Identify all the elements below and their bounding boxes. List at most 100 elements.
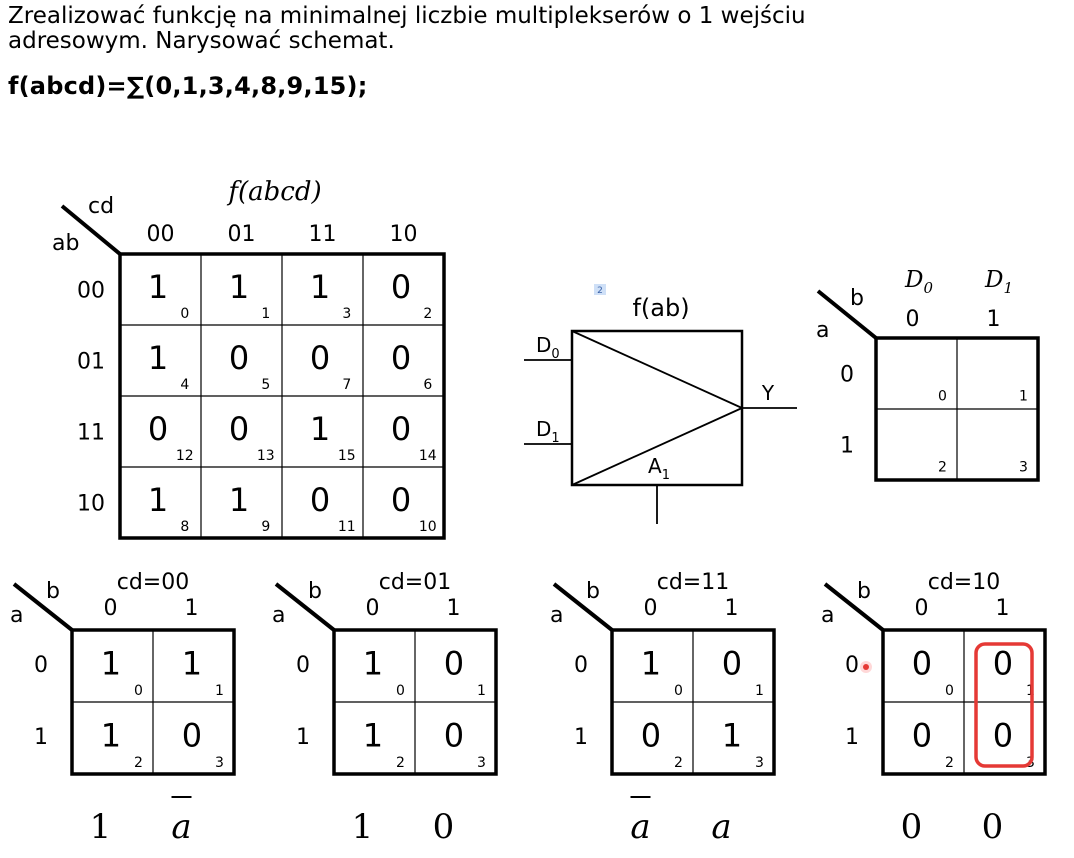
kmap-cell-index: 4 xyxy=(180,377,189,393)
small-map-cell-value: 0 xyxy=(444,645,464,683)
function-formula: f(abcd)=∑(0,1,3,4,8,9,15); xyxy=(8,72,368,100)
kmap-col-header: 00 xyxy=(147,222,175,247)
small-map-diagonal xyxy=(552,582,614,632)
kmap-row-header: 11 xyxy=(77,421,105,446)
small-map-col-header: 0 xyxy=(366,596,380,621)
kmap-cell-index: 15 xyxy=(338,448,356,464)
small-map-title: cd=10 xyxy=(928,570,1001,595)
small-map-col-var: b xyxy=(46,579,60,604)
small-map-col-var: b xyxy=(586,579,600,604)
small-map-cell-index: 3 xyxy=(755,755,764,771)
kmap-row-header: 00 xyxy=(77,279,105,304)
small-map-cell-value: 0 xyxy=(444,717,464,755)
small-map-title: cd=11 xyxy=(657,570,730,595)
small-map-row-header: 1 xyxy=(845,725,859,750)
kmap-diagonal xyxy=(60,204,122,256)
small-map-col-header: 1 xyxy=(447,596,461,621)
kmap-cell-index: 10 xyxy=(419,519,437,535)
small-map-result: a xyxy=(171,807,191,847)
small-map-cell-index: 2 xyxy=(396,755,405,771)
task-text-line2: adresowym. Narysować schemat. xyxy=(8,28,395,54)
small-map-col-header: 1 xyxy=(996,596,1010,621)
small-map-result: 0 xyxy=(433,807,455,847)
kmap-cell-index: 13 xyxy=(257,448,275,464)
kmap-cell-index: 12 xyxy=(176,448,194,464)
kmap-cell-value: 0 xyxy=(391,481,411,519)
kmap-col-header: 11 xyxy=(309,222,337,247)
small-map-col-var: b xyxy=(308,579,322,604)
small-map-row-var: a xyxy=(550,603,563,628)
small-map-cell-value: 0 xyxy=(912,717,932,755)
small-map-cell-index: 0 xyxy=(134,683,143,699)
kmap-cell-value: 1 xyxy=(148,268,168,306)
mux-input-d0-label: D0 xyxy=(536,333,560,362)
kmap-title: f(abcd) xyxy=(226,177,321,207)
kmap-cell-value: 0 xyxy=(391,410,411,448)
small-map-cell-index: 0 xyxy=(674,683,683,699)
template-row-var: a xyxy=(816,318,829,343)
small-map-row-header: 1 xyxy=(296,725,310,750)
small-map-diagonal xyxy=(823,582,885,632)
kmap-cell-value: 0 xyxy=(391,339,411,377)
kmap-cell-value: 0 xyxy=(391,268,411,306)
template-cell-index: 2 xyxy=(938,459,947,475)
small-map-cell-index: 0 xyxy=(396,683,405,699)
kmap-cell-value: 0 xyxy=(229,339,249,377)
small-map-row-var: a xyxy=(821,603,834,628)
small-map-cell-index: 3 xyxy=(215,755,224,771)
kmap-cell-value: 1 xyxy=(148,481,168,519)
template-d1-label: D1 xyxy=(984,267,1013,297)
small-map-col-header: 0 xyxy=(644,596,658,621)
small-map-col-header: 0 xyxy=(104,596,118,621)
kmap-cell-value: 1 xyxy=(229,481,249,519)
kmap-cell-value: 1 xyxy=(310,410,330,448)
kmap-cell-index: 2 xyxy=(423,306,432,322)
template-col-header: 0 xyxy=(906,307,920,332)
small-map-col-header: 0 xyxy=(915,596,929,621)
small-map-result: a xyxy=(630,807,650,847)
small-map-cell-value: 0 xyxy=(993,717,1013,755)
task-text-line1: Zrealizować funkcję na minimalnej liczbi… xyxy=(8,3,806,29)
kmap-cell-index: 8 xyxy=(180,519,189,535)
small-map-cell-value: 1 xyxy=(722,717,742,755)
template-cell-index: 3 xyxy=(1019,459,1028,475)
kmap-cell-value: 1 xyxy=(310,268,330,306)
small-map-diagonal xyxy=(12,582,74,632)
small-map-cell-index: 1 xyxy=(215,683,224,699)
small-map-cell-index: 3 xyxy=(477,755,486,771)
kmap-cell-index: 14 xyxy=(419,448,437,464)
small-map-row-header: 0 xyxy=(34,653,48,678)
template-d0-label: D0 xyxy=(904,267,933,297)
kmap-col-header: 10 xyxy=(390,222,418,247)
small-map-title: cd=00 xyxy=(117,570,190,595)
template-row-header: 1 xyxy=(840,434,854,459)
kmap-cell-index: 3 xyxy=(342,306,351,322)
mux-title: f(ab) xyxy=(632,294,689,322)
small-map-cell-value: 1 xyxy=(641,645,661,683)
kmap-cell-value: 1 xyxy=(148,339,168,377)
small-map-title: cd=01 xyxy=(379,570,452,595)
small-map-row-header: 0 xyxy=(296,653,310,678)
mux-triangle-edge xyxy=(571,330,743,409)
small-map-cell-index: 1 xyxy=(477,683,486,699)
kmap-row-var: ab xyxy=(52,231,79,256)
template-diagonal xyxy=(816,289,878,340)
small-map-col-header: 1 xyxy=(725,596,739,621)
small-map-result: 1 xyxy=(352,807,374,847)
small-map-cell-value: 1 xyxy=(363,717,383,755)
mux-address-label: A1 xyxy=(648,454,670,483)
cursor-dot xyxy=(863,664,869,670)
template-cell-index: 1 xyxy=(1019,388,1028,404)
small-map-result: 1 xyxy=(90,807,112,847)
kmap-cell-value: 1 xyxy=(229,268,249,306)
small-map-cell-index: 2 xyxy=(674,755,683,771)
template-cell-index: 0 xyxy=(938,388,947,404)
small-map-cell-value: 0 xyxy=(182,717,202,755)
small-map-cell-value: 1 xyxy=(363,645,383,683)
kmap-cell-index: 9 xyxy=(261,519,270,535)
